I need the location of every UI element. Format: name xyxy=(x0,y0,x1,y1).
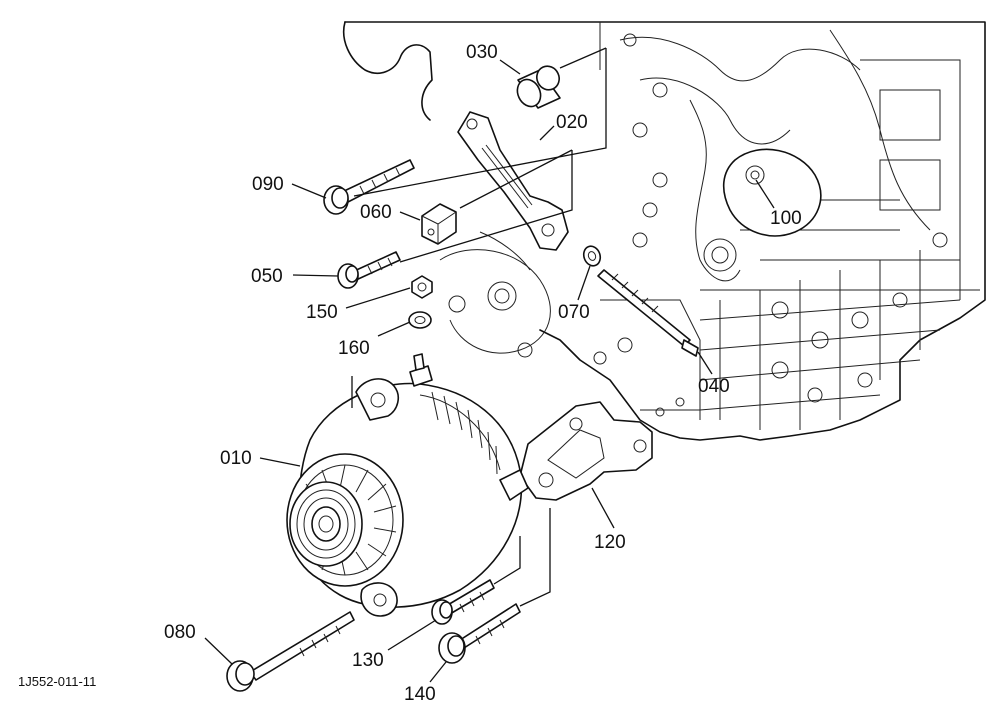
callout-010: 010 xyxy=(220,448,252,469)
part-030-spacer xyxy=(516,65,561,109)
part-070-washer xyxy=(582,245,602,267)
part-150-nut xyxy=(411,275,433,299)
callout-080: 080 xyxy=(164,622,196,643)
callout-labels: 030 020 090 060 050 150 160 070 040 100 … xyxy=(164,42,802,705)
part-120-bracket xyxy=(519,401,653,501)
part-060-nut-block xyxy=(421,203,457,245)
callout-030: 030 xyxy=(466,42,498,63)
callout-120: 120 xyxy=(594,532,626,553)
part-050-bolt xyxy=(337,251,401,289)
callout-leaders xyxy=(204,59,775,683)
engine-block xyxy=(343,21,986,441)
callout-060: 060 xyxy=(360,202,392,223)
part-090-bolt xyxy=(323,159,415,215)
part-160-washer xyxy=(408,311,432,329)
part-080-bolt xyxy=(226,611,355,692)
callout-040: 040 xyxy=(698,376,730,397)
part-010-alternator xyxy=(286,353,529,617)
callout-020: 020 xyxy=(556,112,588,133)
callout-140: 140 xyxy=(404,684,436,705)
part-130-bolt xyxy=(431,579,495,625)
callout-100: 100 xyxy=(770,208,802,229)
part-040-stud xyxy=(597,269,699,357)
part-140-bolt xyxy=(438,603,521,664)
callout-130: 130 xyxy=(352,650,384,671)
assembly-guide-lines xyxy=(351,47,607,607)
crank-pulley-background xyxy=(439,231,551,354)
callout-090: 090 xyxy=(252,174,284,195)
callout-070: 070 xyxy=(558,302,590,323)
drawing-number: 1J552-011-11 xyxy=(18,674,96,689)
callout-160: 160 xyxy=(338,338,370,359)
callout-050: 050 xyxy=(251,266,283,287)
callout-150: 150 xyxy=(306,302,338,323)
